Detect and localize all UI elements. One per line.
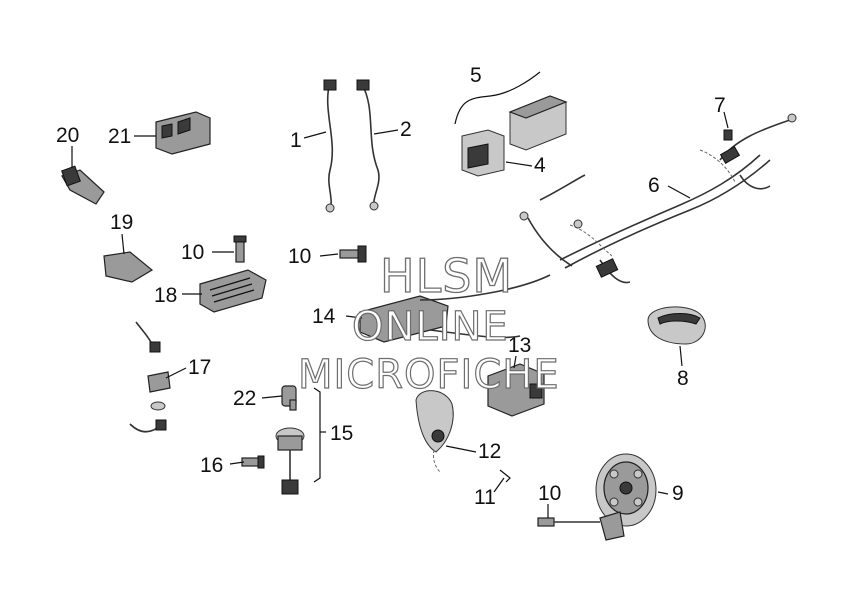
- callout-12: 12: [478, 440, 501, 463]
- part-5-bracket: [454, 71, 541, 125]
- callout-18: 18: [154, 284, 177, 307]
- part-10-bolt-left: [233, 235, 247, 263]
- callout-11: 11: [474, 486, 496, 509]
- callout-10-a: 10: [181, 241, 204, 264]
- callout-5: 5: [470, 64, 482, 87]
- part-10-bolt-right: [537, 517, 600, 527]
- callout-8: 8: [677, 367, 689, 390]
- callout-15: 15: [330, 422, 353, 445]
- part-7-screw: [723, 129, 733, 141]
- part-19-cover: [103, 251, 154, 283]
- callout-10-c: 10: [538, 482, 561, 505]
- part-10-bolt-middle: [339, 245, 367, 263]
- part-15-ignition-switch: [275, 427, 305, 495]
- watermark: HLSM ONLINE MICROFICHE: [297, 248, 560, 398]
- part-22-key: [281, 385, 297, 411]
- callout-7: 7: [714, 94, 726, 117]
- part-9-horn: [595, 453, 657, 541]
- callout-1: 1: [290, 129, 302, 152]
- part-6-wire-harness: [519, 113, 797, 284]
- callout-4: 4: [534, 154, 546, 177]
- callout-14: 14: [312, 305, 336, 328]
- part-17-switch-assembly: [129, 321, 171, 433]
- callout-9: 9: [672, 482, 684, 505]
- part-2-wire-lead: [356, 79, 380, 211]
- callout-numbers: 1 2 4 5 6 7 8 9 10 10 10 11 12 13 14 15 …: [56, 64, 726, 509]
- callout-6: 6: [648, 174, 660, 197]
- watermark-line-1: HLSM: [380, 249, 513, 303]
- watermark-line-2: ONLINE: [352, 304, 509, 350]
- callout-19: 19: [110, 211, 133, 234]
- part-11-clip: [499, 469, 511, 483]
- leader-lines: [71, 111, 729, 518]
- part-13-cdi-unit: [487, 363, 545, 417]
- part-4-relay: [461, 129, 505, 177]
- callout-16: 16: [200, 454, 223, 477]
- callout-13: 13: [508, 334, 531, 357]
- part-14-switch-module: [359, 274, 551, 343]
- part-5-module: [508, 95, 568, 151]
- callout-21: 21: [108, 125, 131, 148]
- callout-2: 2: [400, 118, 412, 141]
- part-21-fuse-box: [155, 111, 211, 155]
- part-8-cover: [647, 306, 706, 345]
- part-20-socket: [61, 165, 105, 205]
- part-1-wire-lead: [323, 79, 337, 213]
- part-18-regulator: [199, 269, 267, 313]
- part-12-sensor: [415, 390, 454, 473]
- callout-22: 22: [233, 387, 256, 410]
- callout-10-b: 10: [288, 245, 311, 268]
- callout-17: 17: [188, 356, 211, 379]
- watermark-line-3: MICROFICHE: [298, 352, 560, 398]
- part-16-connector: [241, 455, 265, 469]
- part-15-bracket: [313, 387, 321, 483]
- callout-20: 20: [56, 124, 79, 147]
